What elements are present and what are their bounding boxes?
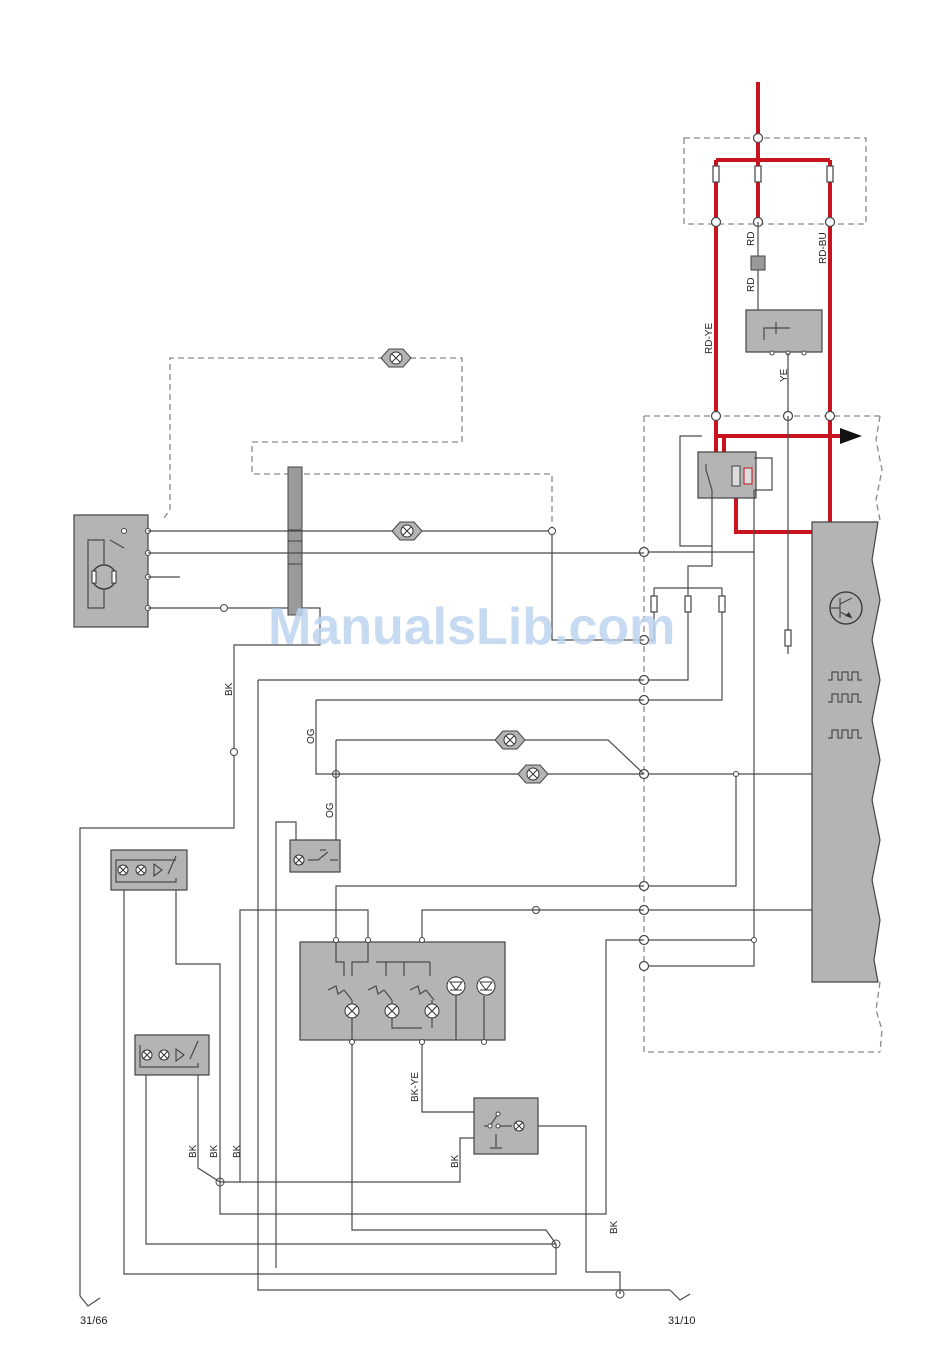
motor-unit — [74, 515, 148, 627]
switch-panel — [300, 942, 505, 1040]
relay-resistor-icon — [744, 468, 752, 484]
wire-label-og: OG — [306, 728, 317, 744]
wire-label-rd-bu: RD-BU — [818, 232, 829, 264]
wire-label-bk: BK — [224, 682, 235, 696]
watermark: ManualsLib.com — [268, 598, 675, 656]
direction-arrow-icon — [840, 428, 862, 444]
wire-label-rd: RD — [746, 232, 757, 246]
wire-label-rd-ye: RD-YE — [704, 323, 715, 354]
optional-lamp-circuit — [164, 358, 552, 530]
wire-label-bk-ye: BK-YE — [410, 1072, 421, 1102]
lamp-icon — [518, 765, 548, 783]
ground-label-right: 31/10 — [668, 1315, 696, 1327]
lamp-icon — [392, 522, 422, 540]
og-wires — [316, 700, 644, 840]
fuse-box-outline — [684, 138, 866, 224]
wire-label-ye: YE — [779, 368, 790, 382]
switch-panel-feed-wires — [240, 886, 644, 1244]
ground-symbol-icon — [80, 1290, 690, 1306]
wire-label-bk: BK — [188, 1144, 199, 1158]
fuse-box-terminals — [712, 134, 835, 227]
electronic-control-unit — [812, 522, 880, 982]
wire-label-bk: BK — [232, 1144, 243, 1158]
lamp-icon — [381, 349, 411, 367]
wire-label-bk: BK — [450, 1154, 461, 1168]
wire-label-rd: RD — [746, 278, 757, 292]
wire-label-bk: BK — [209, 1144, 220, 1158]
ground-label-left: 31/66 — [80, 1315, 108, 1327]
lamp-icon — [495, 731, 525, 749]
control-module-top — [746, 310, 822, 352]
wire-label-og: OG — [325, 802, 336, 818]
inline-connector — [751, 256, 765, 270]
fuse-box-fuses — [713, 166, 833, 182]
wire-label-bk: BK — [609, 1220, 620, 1234]
relay-coil-icon — [732, 466, 740, 486]
